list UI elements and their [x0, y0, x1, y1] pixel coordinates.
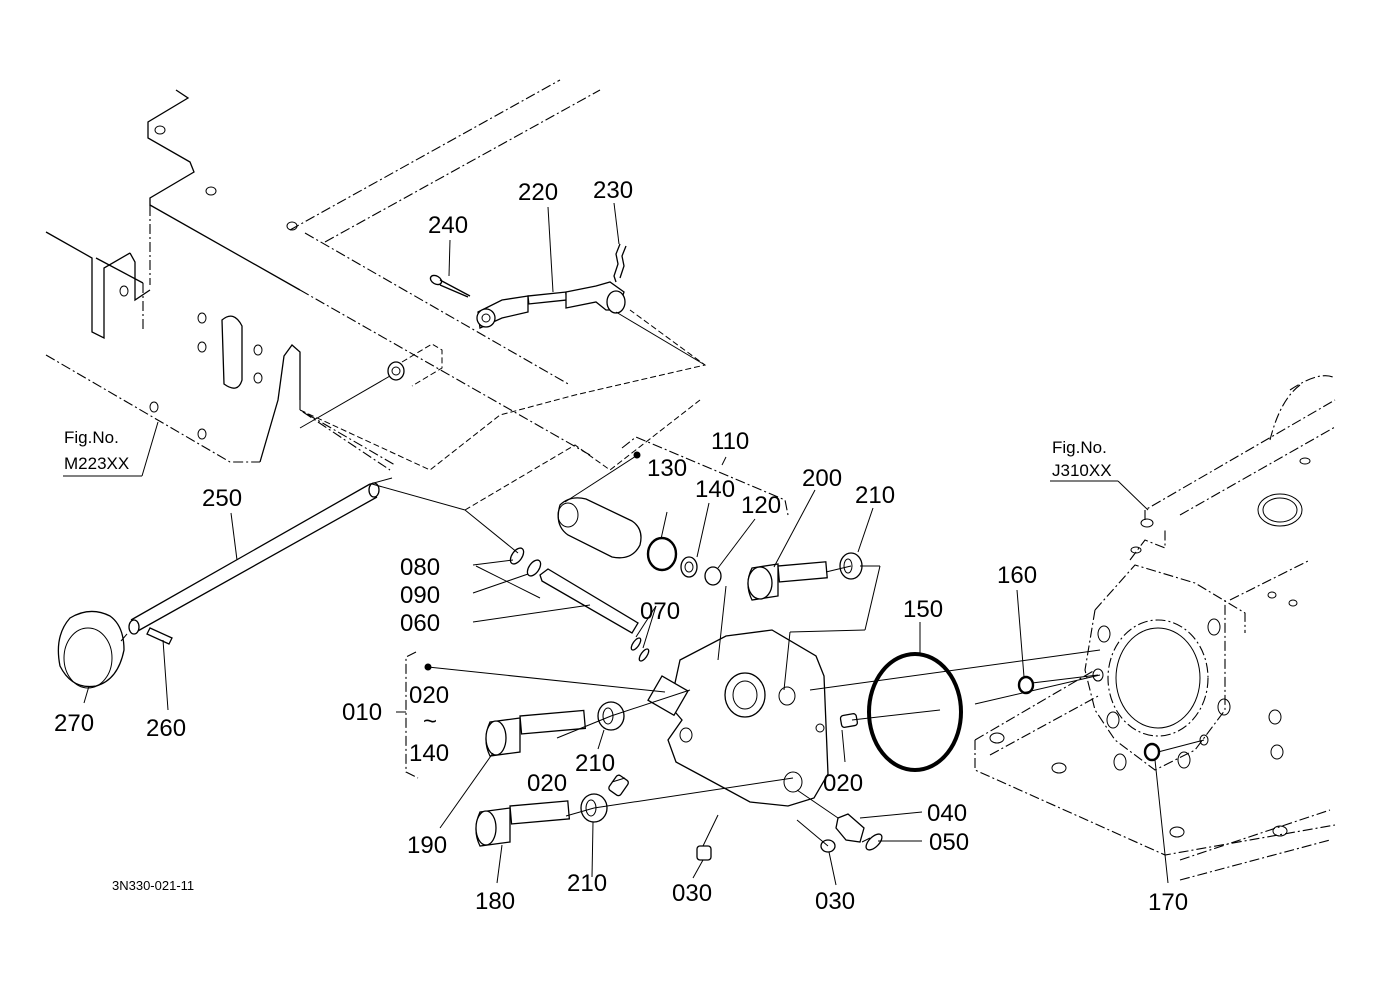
label-070: 070 [640, 598, 680, 625]
housing-assembly [974, 375, 1336, 881]
bolt-180 [475, 800, 571, 847]
figure-ref-m223xx-line2[interactable]: M223XX [64, 454, 129, 473]
label-010: 010 [342, 699, 382, 726]
label-190: 190 [407, 832, 447, 859]
label-130: 130 [647, 455, 687, 482]
label-080: 080 [400, 554, 440, 581]
stem-060 [539, 568, 639, 634]
label-240: 240 [428, 212, 468, 239]
label-140-range-end: 140 [409, 740, 449, 767]
plug-030a [696, 845, 712, 861]
o-ring-070b [638, 648, 650, 662]
fitting-040 [835, 813, 865, 843]
leader-lines [371, 455, 1205, 847]
universal-joint-220 [476, 281, 626, 329]
pin-260 [146, 627, 173, 645]
label-140: 140 [695, 476, 735, 503]
valve-110 [557, 497, 642, 559]
label-040: 040 [927, 800, 967, 827]
label-170: 170 [1148, 889, 1188, 916]
label-210c: 210 [855, 482, 895, 509]
figure-ref-j310xx-line2[interactable]: J310XX [1052, 461, 1112, 480]
plug-020b [839, 713, 859, 728]
ring-140 [680, 556, 698, 578]
washer-080 [509, 547, 525, 565]
o-ring-070a [630, 637, 642, 651]
label-150: 150 [903, 596, 943, 623]
label-020a: 020 [527, 770, 567, 797]
o-ring-150 [867, 652, 963, 772]
o-ring-120 [704, 566, 722, 586]
label-180: 180 [475, 888, 515, 915]
washer-090 [526, 559, 542, 577]
label-210b: 210 [567, 870, 607, 897]
label-200: 200 [802, 465, 842, 492]
o-ring-170 [1143, 742, 1161, 762]
callout-lines [63, 202, 1169, 886]
label-020b: 020 [823, 770, 863, 797]
drawing-code: 3N330-021-11 [112, 878, 194, 893]
label-050: 050 [929, 829, 969, 856]
gasket-050 [865, 833, 883, 851]
label-range-tilde: ~ [423, 708, 437, 735]
label-270: 270 [54, 710, 94, 737]
label-110: 110 [711, 428, 749, 455]
label-060: 060 [400, 610, 440, 637]
label-220: 220 [518, 179, 558, 206]
shaft-250 [128, 477, 393, 635]
cotter-pin-230 [613, 243, 627, 283]
label-160: 160 [997, 562, 1037, 589]
figure-ref-m223xx-line1: Fig.No. [64, 428, 119, 447]
knob-270 [57, 610, 125, 689]
cotter-pin-240 [429, 274, 471, 298]
label-120: 120 [741, 492, 781, 519]
label-230: 230 [593, 177, 633, 204]
label-250: 250 [202, 485, 242, 512]
label-020-range-start: 020 [409, 682, 449, 709]
label-090: 090 [400, 582, 440, 609]
label-260: 260 [146, 715, 186, 742]
o-ring-160 [1017, 675, 1035, 695]
label-030b: 030 [815, 888, 855, 915]
bolt-190 [485, 709, 587, 757]
plug-020a [608, 774, 629, 797]
bolt-200 [747, 561, 828, 601]
label-210a: 210 [575, 750, 615, 777]
label-030a: 030 [672, 880, 712, 907]
figure-ref-j310xx-line1: Fig.No. [1052, 438, 1107, 457]
o-ring-130 [646, 536, 678, 572]
callout-labels: 220 230 240 250 270 260 110 130 140 120 … [54, 177, 1188, 916]
valve-body-010 [647, 629, 829, 807]
frame-assembly [45, 79, 707, 511]
